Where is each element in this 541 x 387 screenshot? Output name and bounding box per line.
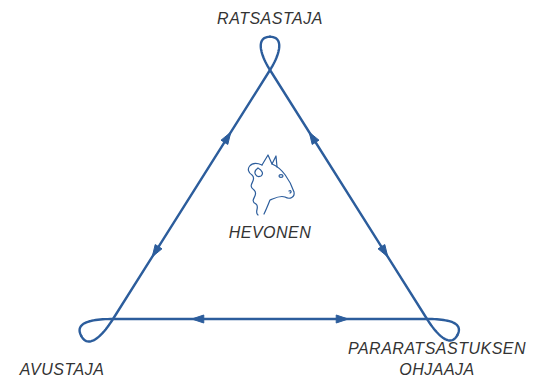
relation-line bbox=[81, 37, 279, 342]
relation-connector bbox=[81, 37, 279, 342]
horse-eye bbox=[279, 175, 283, 178]
horse-sketch bbox=[248, 155, 294, 215]
arrowhead bbox=[221, 132, 231, 144]
role-node: RATSASTAJA bbox=[213, 7, 327, 32]
arrowhead bbox=[152, 245, 162, 257]
relation-line bbox=[261, 37, 458, 341]
relation-connector bbox=[80, 315, 459, 336]
role-node: AVUSTAJA bbox=[16, 358, 109, 383]
arrowhead bbox=[378, 245, 388, 257]
horse-mane bbox=[248, 164, 262, 215]
horse-head bbox=[262, 155, 294, 214]
center-label: HEVONEN bbox=[225, 221, 316, 246]
arrowhead bbox=[309, 132, 319, 144]
relation-connector bbox=[261, 37, 458, 341]
arrowhead bbox=[336, 315, 348, 323]
role-name: PARARATSASTUKSEN OHJAAJA bbox=[341, 339, 533, 381]
relation-line bbox=[80, 319, 459, 336]
horse-mane-curl bbox=[255, 168, 262, 176]
role-node: PARARATSASTUKSEN OHJAAJA bbox=[337, 337, 537, 383]
role-name: RATSASTAJA bbox=[217, 9, 323, 30]
role-name: AVUSTAJA bbox=[20, 360, 105, 381]
horse-nostril bbox=[289, 191, 291, 193]
arrowhead bbox=[192, 315, 204, 323]
horse-ear bbox=[272, 156, 277, 167]
